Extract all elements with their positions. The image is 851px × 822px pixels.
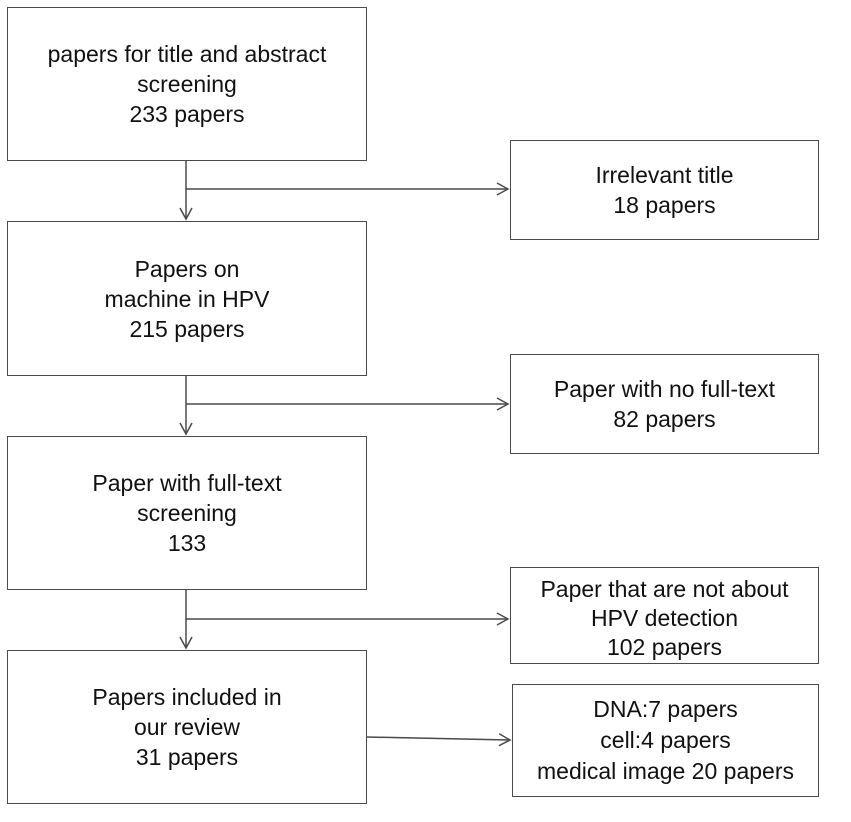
not-detection-box-line-2: HPV detection bbox=[590, 605, 739, 631]
screening-box: papers for title and abstract screening … bbox=[7, 7, 367, 161]
no-fulltext-box: Paper with no full-text 82 papers bbox=[510, 354, 819, 454]
included-box-line-2: our review bbox=[133, 714, 241, 740]
fulltext-box-line-1: Paper with full-text bbox=[92, 470, 282, 496]
not-detection-box: Paper that are not about HPV detection 1… bbox=[510, 567, 819, 664]
irrelevant-box-line-1: Irrelevant title bbox=[595, 162, 734, 188]
screening-box-count: 233 papers bbox=[129, 101, 245, 127]
screening-box-line-2: screening bbox=[137, 71, 237, 97]
no-fulltext-box-count: 82 papers bbox=[613, 406, 716, 432]
not-detection-box-line-1: Paper that are not about bbox=[540, 576, 789, 602]
no-fulltext-box-line-1: Paper with no full-text bbox=[553, 376, 776, 402]
included-box-line-1: Papers included in bbox=[92, 684, 282, 710]
fulltext-box-count: 133 bbox=[167, 530, 207, 556]
breakdown-box-medical-image: medical image 20 papers bbox=[537, 758, 794, 784]
irrelevant-box-count: 18 papers bbox=[613, 192, 716, 218]
fulltext-box: Paper with full-text screening 133 bbox=[7, 436, 367, 590]
machine-box-count: 215 papers bbox=[129, 315, 245, 342]
breakdown-box: DNA:7 papers cell:4 papers medical image… bbox=[512, 684, 819, 797]
breakdown-box-dna: DNA:7 papers bbox=[593, 696, 738, 722]
arrow-included-to-breakdown bbox=[366, 733, 512, 747]
breakdown-box-cell: cell:4 papers bbox=[600, 727, 731, 753]
machine-box-line-1: Papers on bbox=[134, 255, 240, 282]
fulltext-box-line-2: screening bbox=[137, 500, 237, 526]
not-detection-box-count: 102 papers bbox=[606, 634, 723, 660]
included-box-count: 31 papers bbox=[135, 744, 239, 770]
machine-box-line-2: machine in HPV bbox=[104, 285, 270, 312]
screening-box-line-1: papers for title and abstract bbox=[47, 41, 327, 67]
machine-box: Papers on machine in HPV 215 papers bbox=[7, 221, 367, 376]
included-box: Papers included in our review 31 papers bbox=[7, 650, 367, 804]
irrelevant-box: Irrelevant title 18 papers bbox=[510, 140, 819, 240]
